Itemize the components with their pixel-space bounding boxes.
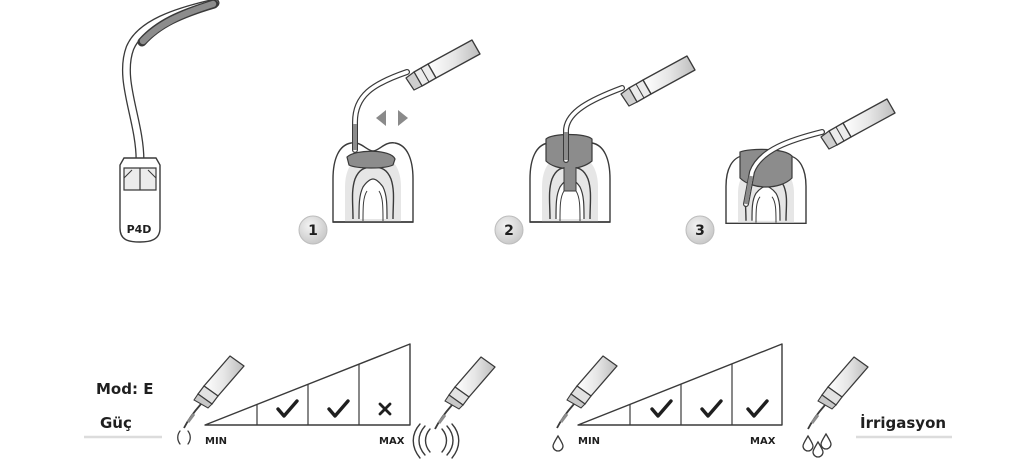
irrigation-label: İrrigasyon (860, 413, 946, 432)
step-1 (332, 142, 414, 223)
power-scale: MIN MAX (204, 343, 411, 447)
step-1-badge: 1 (298, 215, 328, 245)
irrigation-min-label: MIN (578, 436, 600, 447)
water-drop-icon (820, 433, 832, 450)
step-1-number: 1 (308, 223, 318, 239)
water-drop-icon (552, 435, 564, 452)
step-2-instrument (563, 55, 696, 163)
handpiece-icon (806, 355, 870, 431)
vibration-icon (177, 430, 191, 445)
handpiece-icon (620, 55, 696, 107)
ultrasonic-tip-icon: P4D (119, 0, 220, 243)
step-2-badge: 2 (494, 215, 524, 245)
step-1-instrument (352, 39, 481, 153)
irrigation-scale: MIN MAX (577, 343, 783, 447)
mode-label: Mod: E (96, 380, 153, 398)
handpiece-icon (820, 98, 896, 150)
step-2 (529, 133, 611, 223)
step-3-badge: 3 (685, 215, 715, 245)
step-3-instrument (743, 98, 896, 207)
handpiece-icon (405, 39, 481, 91)
power-min-label: MIN (205, 436, 227, 447)
handpiece-icon (433, 355, 497, 431)
double-arrow-icon (376, 110, 408, 126)
power-max-label: MAX (379, 436, 405, 447)
step-2-number: 2 (504, 223, 514, 239)
vibration-icon (412, 423, 460, 459)
step-3 (725, 148, 807, 225)
power-label: Güç (100, 414, 132, 432)
water-drop-icon (802, 435, 814, 452)
tip-code-label: P4D (127, 223, 152, 236)
irrigation-max-label: MAX (750, 436, 776, 447)
step-3-number: 3 (695, 223, 705, 239)
